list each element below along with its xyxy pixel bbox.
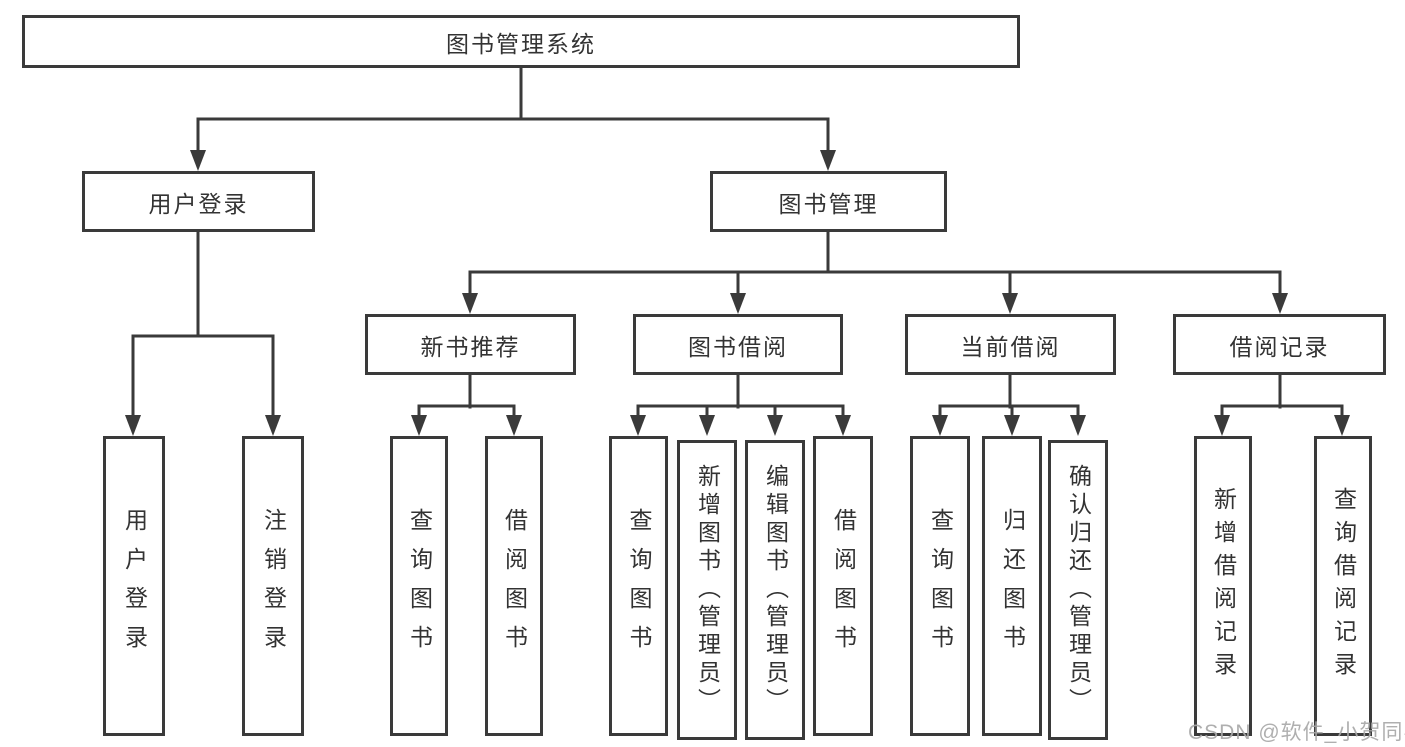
leaf-label: 借阅图书 xyxy=(501,508,528,664)
leaf-label: 确认归还（管理员） xyxy=(1065,464,1092,716)
leaf-label: 注销登录 xyxy=(260,508,287,664)
node-book-management: 图书管理 xyxy=(710,171,947,232)
leaf-return-book: 归还图书 xyxy=(982,436,1042,736)
leaf-borrow-books: 借阅图书 xyxy=(813,436,873,736)
leaf-confirm-return-admin: 确认归还（管理员） xyxy=(1048,440,1108,740)
leaf-label: 编辑图书（管理员） xyxy=(762,464,789,716)
node-current-borrowing: 当前借阅 xyxy=(905,314,1116,375)
csdn-watermark: CSDN @软件_小贺同学 xyxy=(1188,721,1405,744)
node-user-login: 用户登录 xyxy=(82,171,315,232)
leaf-query-borrow-record: 查询借阅记录 xyxy=(1314,436,1372,736)
leaf-add-book-admin: 新增图书（管理员） xyxy=(677,440,737,740)
leaf-logout: 注销登录 xyxy=(242,436,304,736)
leaf-query-books-current: 查询图书 xyxy=(910,436,970,736)
leaf-edit-book-admin: 编辑图书（管理员） xyxy=(745,440,805,740)
leaf-label: 用户登录 xyxy=(121,508,148,664)
leaf-user-login: 用户登录 xyxy=(103,436,165,736)
node-book-borrowing: 图书借阅 xyxy=(633,314,843,375)
leaf-label: 归还图书 xyxy=(999,508,1026,664)
leaf-add-borrow-record: 新增借阅记录 xyxy=(1194,436,1252,736)
leaf-label: 查询图书 xyxy=(927,508,954,664)
leaf-label: 新增图书（管理员） xyxy=(694,464,721,716)
leaf-query-books-borrow: 查询图书 xyxy=(609,436,668,736)
node-borrowing-records: 借阅记录 xyxy=(1173,314,1386,375)
leaf-query-books-recommend: 查询图书 xyxy=(390,436,448,736)
node-new-book-recommend: 新书推荐 xyxy=(365,314,576,375)
leaf-label: 查询图书 xyxy=(406,508,433,664)
leaf-label: 查询借阅记录 xyxy=(1330,487,1357,685)
node-library-system-root: 图书管理系统 xyxy=(22,15,1020,68)
leaf-label: 新增借阅记录 xyxy=(1210,487,1237,685)
leaf-borrow-books-recommend: 借阅图书 xyxy=(485,436,543,736)
leaf-label: 查询图书 xyxy=(626,508,652,664)
leaf-label: 借阅图书 xyxy=(830,508,857,664)
